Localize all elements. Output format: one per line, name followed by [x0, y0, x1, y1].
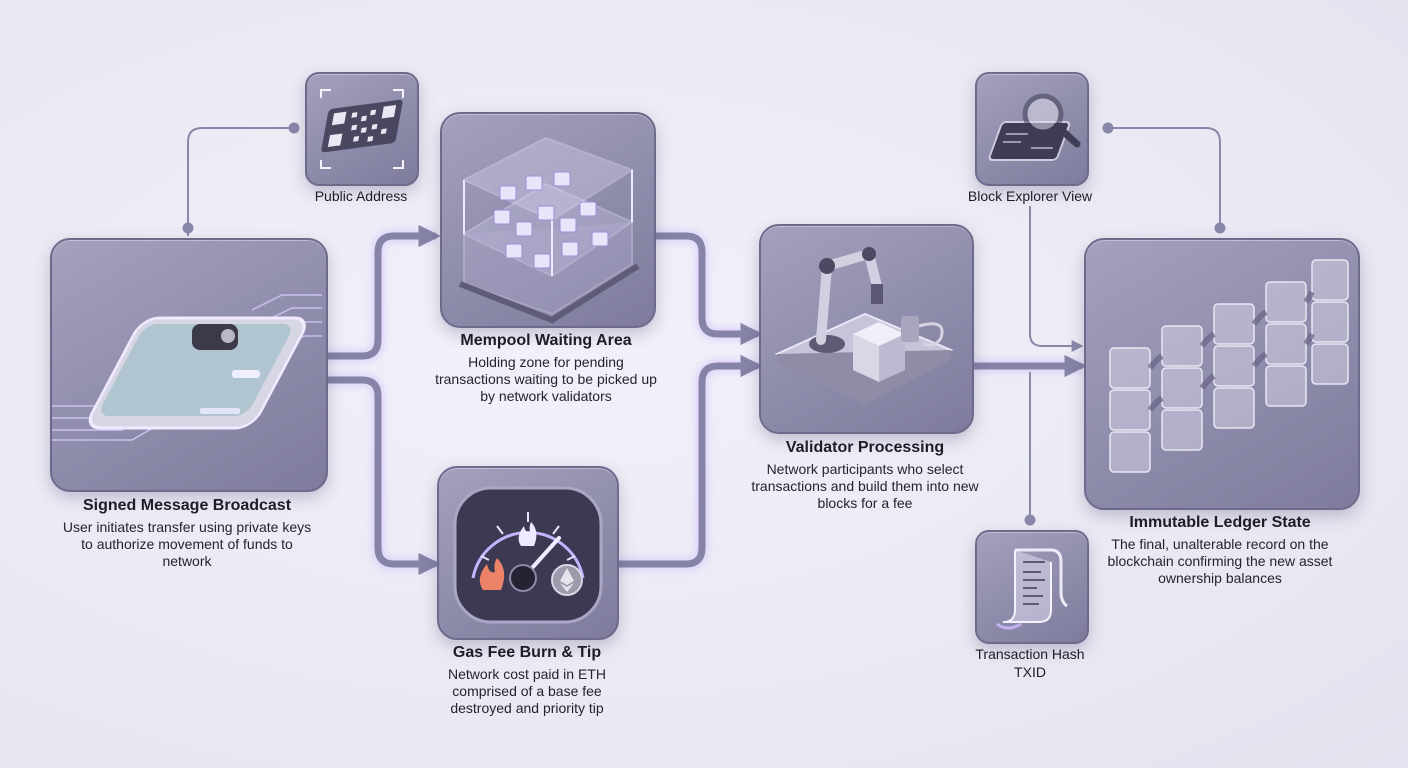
connector-explorer-to-ledger: [1029, 206, 1084, 352]
signed-message-title: Signed Message Broadcast: [82, 497, 292, 514]
validator-card[interactable]: [759, 224, 974, 434]
transaction-hash-card[interactable]: [975, 530, 1089, 644]
public-address-label: Public Address: [314, 188, 408, 204]
connector-ledger-to-explorer: [1108, 127, 1221, 232]
mempool-description: Holding zone for pending transactions wa…: [435, 354, 657, 404]
qr-code-icon: [320, 89, 404, 169]
validator-title: Validator Processing: [785, 439, 945, 456]
gas-fee-description: Network cost paid in ETH comprised of a …: [448, 666, 606, 716]
gas-fee-card[interactable]: [437, 466, 619, 640]
block-explorer-label: Block Explorer View: [967, 188, 1093, 204]
gas-gauge-icon: [453, 486, 603, 624]
transaction-hash-label: Transaction Hash: [975, 646, 1085, 662]
validator-description: Network participants who select transact…: [751, 461, 979, 511]
connector-mempool-to-validator: [651, 232, 763, 346]
connector-broadcast-to-mempool: [322, 224, 441, 360]
signed-message-description: User initiates transfer using private ke…: [62, 519, 312, 569]
connector-broadcast-to-gas: [322, 376, 441, 576]
connector-gas-to-validator: [613, 354, 763, 568]
magnifier-tablet-icon: [988, 93, 1081, 161]
transaction-hash-sublabel: TXID: [1014, 664, 1046, 680]
robotic-arm-icon: [774, 247, 954, 404]
signed-message-card[interactable]: [50, 238, 328, 492]
ledger-title: Immutable Ledger State: [1129, 514, 1311, 531]
receipt-scroll-icon: [996, 548, 1068, 630]
block-explorer-card[interactable]: [975, 72, 1089, 186]
main-flow-lines: [322, 224, 1087, 576]
gas-fee-title: Gas Fee Burn & Tip: [452, 644, 602, 661]
block-chain-icon: [1109, 259, 1349, 473]
public-address-card[interactable]: [305, 72, 419, 186]
mempool-card[interactable]: [440, 112, 656, 328]
glass-container-icon: [458, 136, 640, 324]
ledger-description: The final, unalterable record on the blo…: [1107, 536, 1333, 586]
mempool-title: Mempool Waiting Area: [460, 332, 632, 349]
wallet-icon: [52, 294, 322, 441]
ledger-card[interactable]: [1084, 238, 1360, 510]
connector-broadcast-to-address: [187, 127, 292, 236]
side-lines: [182, 122, 1226, 526]
